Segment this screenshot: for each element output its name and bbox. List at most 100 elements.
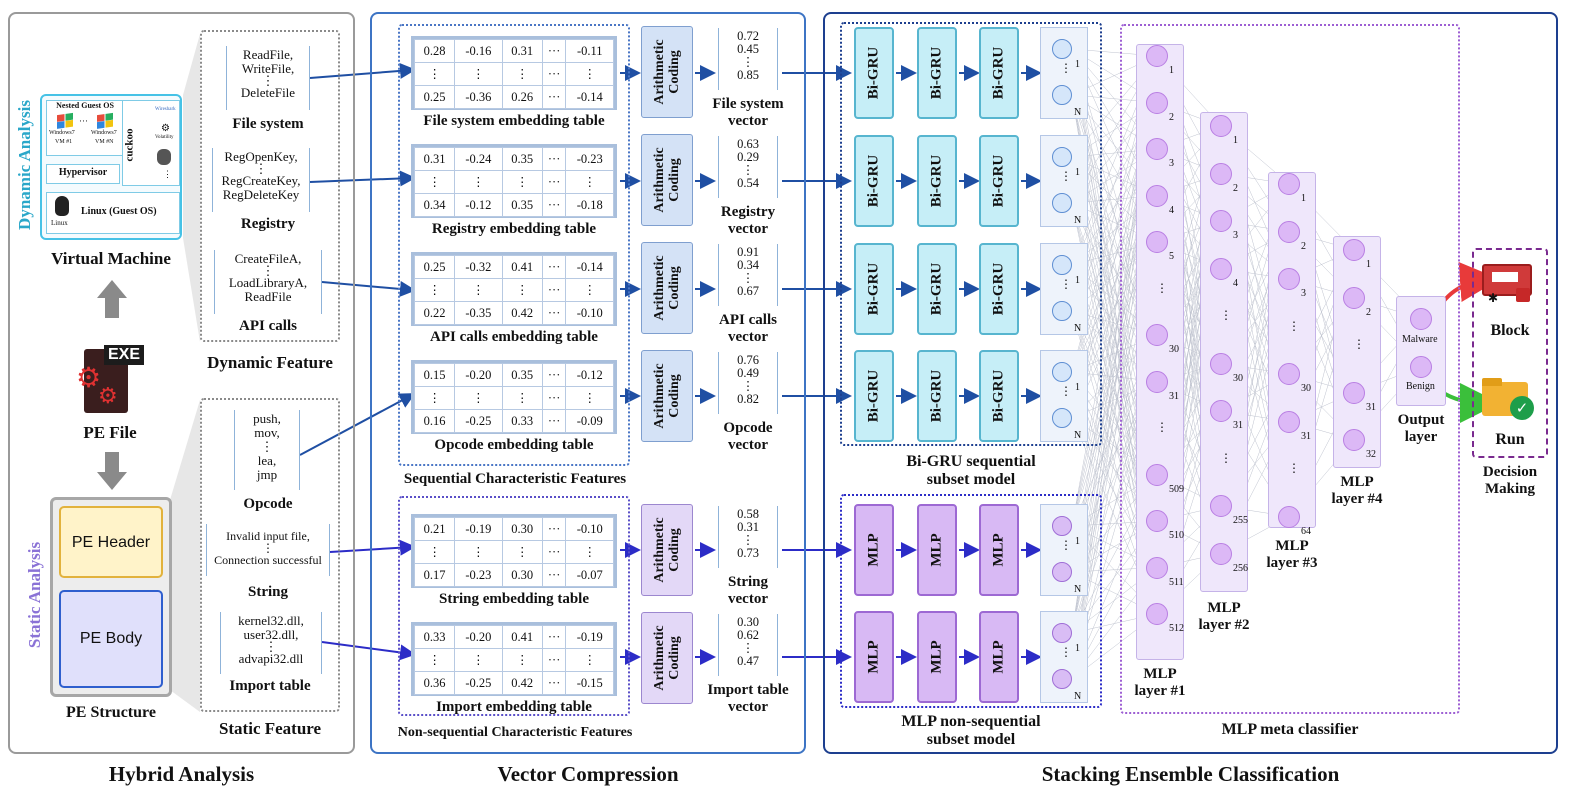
mlp-node: [1146, 603, 1168, 625]
vector-label-1: File system: [712, 96, 784, 112]
mlp-layer-label-1: MLP: [1143, 666, 1177, 682]
table-cell: -0.12: [454, 193, 503, 217]
bigru-block: Bi-GRU: [917, 135, 957, 227]
lock-icon: [1516, 288, 1530, 302]
vector-value: 0.76: [737, 353, 759, 367]
linux-label: Linux: [51, 219, 68, 227]
vector-value: 0.67: [737, 284, 759, 298]
check-shield-icon: ✓: [1510, 396, 1534, 420]
vector-label-1: String: [727, 574, 768, 590]
list-item: ⋮: [264, 639, 278, 654]
pe-header-box: PE Header: [59, 506, 163, 578]
mlp-node: [1210, 257, 1232, 280]
node-index-1: 1: [1075, 643, 1080, 654]
mlp-node: [1146, 138, 1168, 160]
block-label: Bi-GRU: [865, 46, 882, 100]
mlp-node: [1146, 324, 1168, 346]
table-row: ⋮⋮⋮···⋮: [413, 386, 614, 410]
node-index: 31: [1233, 420, 1243, 431]
vector-value: 0.31: [737, 520, 759, 534]
node-index: 256: [1233, 562, 1248, 574]
node-vdots: ⋮: [1060, 61, 1072, 75]
dynamic-analysis-label: Dynamic Analysis: [15, 100, 34, 230]
volatility-icon: Volatility: [155, 135, 174, 140]
mlp-node: [1146, 91, 1168, 114]
mlp-node: [1278, 268, 1300, 290]
embedding-table-label: String embedding table: [438, 591, 589, 607]
vector-value: ⋮: [741, 641, 755, 655]
meta-classifier-label: MLP meta classifier: [1221, 721, 1359, 738]
mlp-block: MLP: [979, 504, 1019, 596]
vector-value: 0.47: [737, 654, 759, 668]
vector-value: ⋮: [741, 271, 755, 285]
table-cell: ⋮: [501, 386, 543, 410]
table-cell: ···: [541, 363, 567, 387]
node-index-n: N: [1074, 691, 1082, 702]
block-label: Bi-GRU: [990, 154, 1007, 208]
mlp-node: [1146, 184, 1168, 207]
mlp-node: [1278, 505, 1300, 528]
gear-icon: ⚙: [76, 363, 102, 394]
table-cell: 0.34: [413, 193, 456, 217]
node-index: 512: [1169, 623, 1184, 634]
table-cell: ⋮: [413, 540, 456, 564]
table-cell: -0.25: [454, 671, 503, 695]
cuckoo-logo: cuckoo: [123, 128, 136, 162]
arith-line1: Arithmetic: [652, 625, 667, 691]
mlp-node: [1146, 45, 1168, 67]
bigru-block: Bi-GRU: [854, 243, 894, 335]
node-vdots: ⋮: [1156, 420, 1168, 434]
list-item: ⋮: [261, 73, 275, 88]
vector-value: 0.85: [737, 68, 759, 82]
gear-icon: ⚙: [98, 383, 118, 408]
table-cell: -0.07: [565, 563, 614, 587]
vector-label-2: vector: [728, 221, 768, 237]
linux-tux-icon: [55, 196, 69, 216]
hybrid-panel: [8, 12, 355, 754]
node-index: 3: [1233, 230, 1238, 241]
node-index-1: 1: [1075, 536, 1080, 547]
table-cell: 0.41: [501, 255, 543, 279]
table-cell: ⋮: [565, 170, 614, 194]
vector-label-1: Opcode: [723, 420, 773, 436]
table-cell: ⋮: [501, 648, 543, 672]
vector-label-1: Import table: [707, 682, 789, 698]
vector-value: 0.72: [737, 29, 759, 43]
table-cell: -0.20: [454, 363, 503, 387]
list-item: ⋮: [261, 263, 275, 278]
vector-value: ⋮: [741, 55, 755, 69]
table-cell: ⋮: [413, 278, 456, 302]
table-cell: ⋮: [565, 540, 614, 564]
linux-guest-label: Linux (Guest OS): [81, 206, 157, 217]
table-cell: 0.30: [501, 563, 543, 587]
table-cell: ⋮: [565, 62, 614, 86]
table-cell: -0.36: [454, 85, 503, 109]
folder-tab: [1482, 378, 1502, 386]
table-row: ⋮⋮⋮···⋮: [413, 170, 614, 194]
windows-label-n: Windows7: [91, 130, 117, 136]
mlp-node: [1210, 115, 1232, 137]
node-index: 30: [1233, 372, 1243, 384]
static-feature-label: Static Feature: [218, 719, 322, 738]
tools-ellipsis: ⋮: [163, 169, 172, 179]
list-item: push,: [253, 411, 281, 426]
table-cell: 0.25: [413, 85, 456, 109]
node-index-n: N: [1074, 323, 1082, 334]
dynamic-feature-box: [200, 30, 340, 342]
node-index: 2: [1301, 240, 1306, 252]
vector-value: 0.29: [737, 150, 759, 164]
registry-label: Registry: [240, 216, 296, 232]
table-cell: ···: [541, 170, 567, 194]
node-index: 4: [1169, 204, 1174, 216]
cuckoo-box: cuckoo Wireshark ⚙ Volatility ⋮: [122, 100, 180, 186]
